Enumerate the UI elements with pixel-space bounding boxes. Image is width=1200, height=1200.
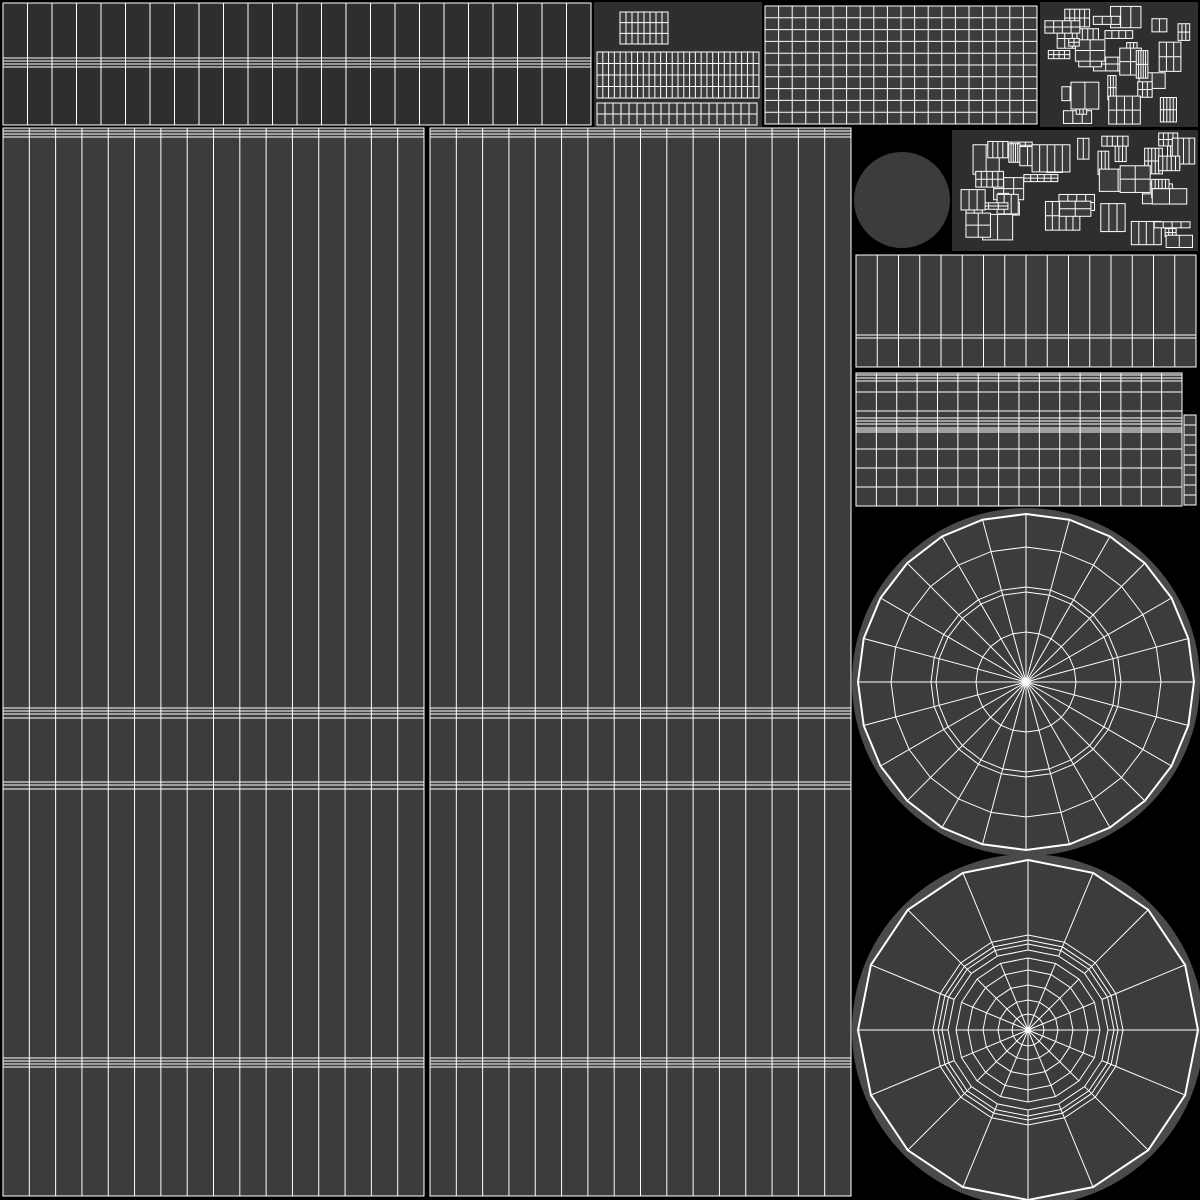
wire-edge — [999, 963, 1029, 1031]
wire-edge — [870, 1060, 955, 1096]
right-strip-upper — [855, 254, 1197, 368]
lower-disc — [852, 854, 1200, 1200]
wire-edge — [1027, 1029, 1057, 1097]
wire-edge — [863, 681, 1027, 726]
wire-edge — [1084, 909, 1149, 974]
wire-edge — [1101, 964, 1186, 1000]
wire-edge — [1025, 681, 1070, 845]
wire-edge — [906, 681, 1027, 802]
wire-edge — [1025, 681, 1146, 802]
wire-edge — [1027, 1029, 1095, 1059]
right-grid-lower — [855, 372, 1183, 507]
uv-small-island — [1031, 144, 1071, 173]
wire-edge — [999, 1029, 1029, 1097]
wire-edge — [1025, 597, 1172, 683]
uv-small-island — [1100, 203, 1126, 233]
top-grid — [764, 5, 1038, 125]
uv-island — [854, 152, 950, 248]
uv-small-island — [1101, 135, 1129, 147]
wire-edge — [976, 1029, 1029, 1082]
wire-edge — [961, 1029, 1029, 1059]
wire-edge — [1025, 681, 1189, 726]
wire-edge — [863, 638, 1027, 683]
uv-island — [1183, 414, 1197, 506]
upper-disc — [852, 508, 1200, 856]
wire-edge — [982, 681, 1027, 845]
tread-piece-c — [619, 11, 669, 45]
wire-edge — [976, 978, 1029, 1031]
lower-disc-inner-mesh — [956, 958, 1100, 1102]
wire-edge — [1101, 1060, 1186, 1096]
uv-small-island — [960, 189, 986, 211]
wire-edge — [1025, 681, 1111, 828]
wire-edge — [1084, 1086, 1149, 1151]
wire-edge — [906, 562, 1027, 683]
left-tall-panel — [2, 127, 425, 1197]
wire-edge — [870, 964, 955, 1000]
wire-edge — [907, 1086, 972, 1151]
wire-edge — [1025, 562, 1146, 683]
wire-edge — [1025, 519, 1070, 683]
wire-edge — [1025, 638, 1189, 683]
wire-edge — [880, 597, 1027, 683]
wire-edge — [1058, 872, 1094, 957]
wire-edge — [982, 519, 1027, 683]
wire-edge — [1025, 681, 1172, 767]
uv-small-island — [1008, 143, 1021, 163]
wire-edge — [1025, 536, 1111, 683]
wire-edge — [961, 1001, 1029, 1031]
dark-circle-island — [854, 152, 950, 248]
wire-edge — [1027, 1029, 1080, 1082]
middle-tall-panel — [429, 127, 852, 1197]
wire-edge — [941, 681, 1027, 828]
wire-edge — [1058, 1103, 1094, 1188]
tread-piece-b — [596, 102, 758, 126]
wire-edge — [962, 1103, 998, 1188]
right-grid-edge — [1183, 414, 1197, 506]
right-small-islands — [952, 130, 1198, 251]
wire-edge — [907, 909, 972, 974]
wire-edge — [941, 536, 1027, 683]
uv-small-island — [1158, 155, 1181, 172]
wire-edge — [1027, 963, 1057, 1031]
top-strip — [2, 2, 592, 126]
top-small-islands-b — [1040, 2, 1198, 127]
wire-edge — [1027, 978, 1080, 1031]
wire-edge — [1027, 1001, 1095, 1031]
wire-edge — [962, 872, 998, 957]
tread-piece-a — [596, 51, 760, 99]
uv-small-island — [1092, 15, 1121, 25]
wire-edge — [880, 681, 1027, 767]
